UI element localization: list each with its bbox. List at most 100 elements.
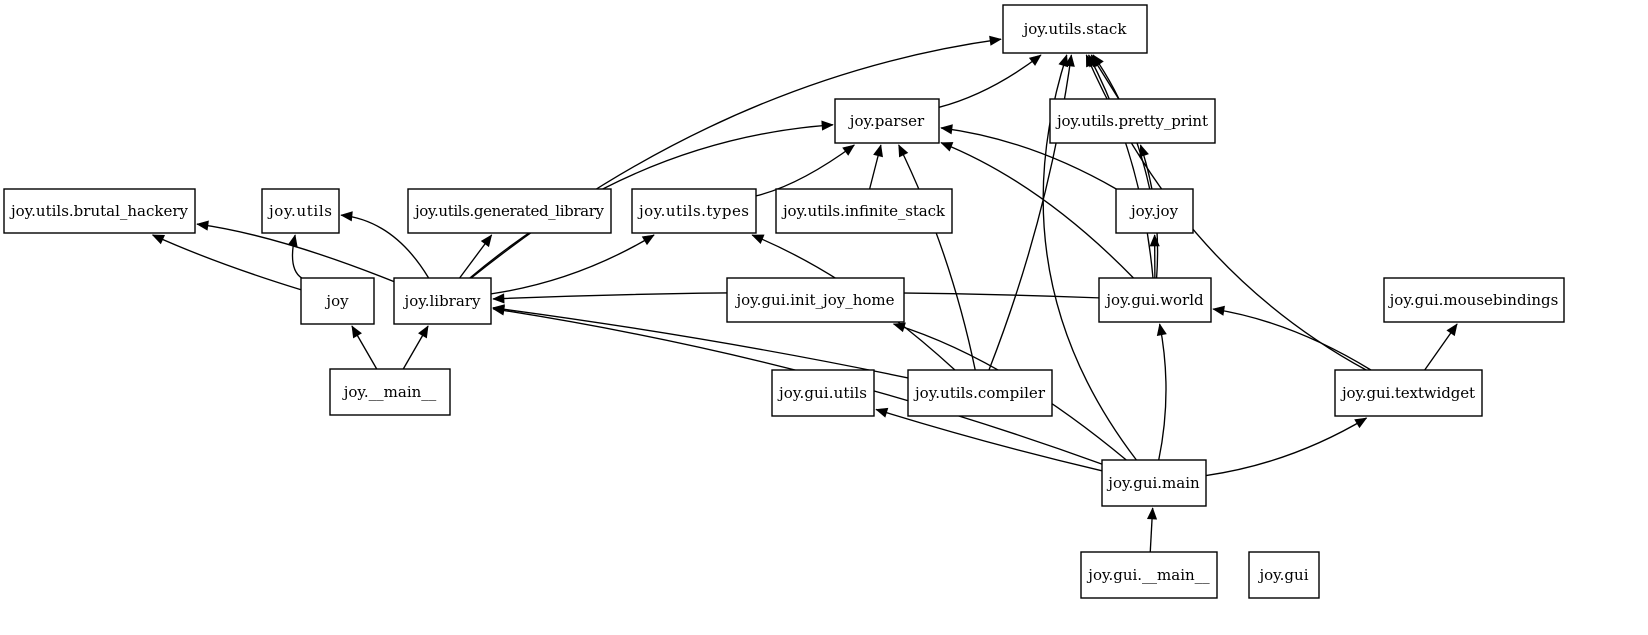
arrow-head-icon [1446, 323, 1458, 337]
graph-edge [469, 124, 834, 279]
node-box[interactable] [631, 188, 757, 234]
node-box[interactable] [1098, 277, 1212, 323]
arrow-head-icon [641, 234, 655, 246]
node-box[interactable] [771, 369, 875, 417]
arrow-head-icon [340, 211, 353, 222]
node-label: joy.joy [1129, 202, 1179, 220]
graph-node[interactable]: joy.gui [1248, 551, 1320, 599]
arrow-head-icon [940, 124, 953, 135]
node-box[interactable] [3, 188, 196, 234]
arrow-head-icon [1212, 305, 1225, 316]
arrow-head-icon [287, 234, 298, 248]
arrow-head-icon [821, 120, 834, 131]
graph-node[interactable]: joy.utils.brutal_hackery [3, 188, 196, 234]
node-box[interactable] [1115, 188, 1194, 234]
node-box[interactable] [300, 277, 375, 325]
node-box[interactable] [775, 188, 953, 234]
graph-edge [490, 234, 655, 295]
node-box[interactable] [1334, 369, 1483, 417]
graph-edge [898, 144, 976, 371]
graph-node[interactable]: joy.utils [261, 188, 340, 234]
node-label: joy.gui.main [1106, 474, 1200, 492]
graph-node[interactable]: joy.utils.generated_library [407, 188, 612, 234]
node-label: joy.gui.init_joy_home [735, 291, 895, 309]
graph-edge [755, 144, 855, 197]
graph-node[interactable]: joy [300, 277, 375, 325]
node-box[interactable] [1080, 551, 1218, 599]
node-box[interactable] [393, 277, 492, 325]
graph-edge [1205, 417, 1367, 477]
node-label: joy.utils.types [637, 202, 749, 220]
graph-node[interactable]: joy.gui.init_joy_home [726, 277, 905, 323]
node-label: joy.gui [1258, 566, 1309, 584]
graph-edge [1212, 308, 1372, 371]
node-label: joy.gui.world [1104, 291, 1204, 309]
node-label: joy.utils.pretty_print [1055, 112, 1208, 130]
node-label: joy.utils.brutal_hackery [9, 202, 189, 220]
node-box[interactable] [1101, 459, 1207, 507]
arrow-head-icon [351, 325, 362, 339]
arrow-head-icon [842, 144, 855, 156]
arrow-head-icon [492, 293, 505, 304]
graph-node[interactable]: joy.utils.infinite_stack [775, 188, 953, 234]
arrow-head-icon [1146, 507, 1158, 520]
graph-node[interactable]: joy.joy [1115, 188, 1194, 234]
node-label: joy.utils.stack [1022, 20, 1128, 38]
node-label: joy [324, 292, 349, 310]
node-box[interactable] [907, 369, 1053, 417]
arrow-head-icon [989, 35, 1002, 46]
graph-node[interactable]: joy.utils.stack [1002, 4, 1148, 54]
node-label: joy.__main__ [342, 383, 437, 401]
arrow-head-icon [1156, 323, 1167, 337]
arrow-head-icon [151, 234, 166, 245]
graph-node[interactable]: joy.gui.world [1098, 277, 1212, 323]
graph-edge [1088, 54, 1154, 279]
graph-node[interactable]: joy.utils.types [631, 188, 757, 234]
graph-node[interactable]: joy.gui.__main__ [1080, 551, 1218, 599]
arrow-head-icon [1139, 144, 1149, 158]
node-label: joy.gui.mousebindings [1388, 291, 1559, 309]
graph-edge [492, 307, 909, 379]
graph-edge [988, 54, 1073, 371]
arrow-head-icon [875, 407, 889, 418]
graph-node[interactable]: joy.utils.pretty_print [1049, 98, 1216, 144]
graph-edge [1158, 323, 1167, 461]
node-box[interactable] [726, 277, 905, 323]
graph-node[interactable]: joy.gui.main [1101, 459, 1207, 507]
node-box[interactable] [261, 188, 340, 234]
arrow-head-icon [480, 234, 493, 248]
node-box[interactable] [834, 98, 940, 144]
node-box[interactable] [1383, 277, 1565, 323]
graph-node[interactable]: joy.gui.utils [771, 369, 875, 417]
node-box[interactable] [1049, 98, 1216, 144]
node-box[interactable] [1002, 4, 1148, 54]
arrow-head-icon [1354, 417, 1368, 429]
node-label: joy.gui.utils [777, 384, 867, 402]
node-box[interactable] [1248, 551, 1320, 599]
arrow-head-icon [1149, 234, 1160, 247]
graph-node[interactable]: joy.library [393, 277, 492, 325]
graph-node[interactable]: joy.__main__ [329, 368, 451, 416]
node-label: joy.gui.__main__ [1086, 566, 1210, 584]
arrow-head-icon [940, 142, 954, 152]
node-label: joy.library [403, 292, 481, 310]
graph-node[interactable]: joy.gui.textwidget [1334, 369, 1483, 417]
graph-node[interactable]: joy.utils.compiler [907, 369, 1053, 417]
graph-node[interactable]: joy.parser [834, 98, 940, 144]
arrow-head-icon [418, 325, 429, 339]
graph-edge [470, 38, 1002, 279]
node-label: joy.utils.generated_library [413, 202, 605, 220]
graph-node[interactable]: joy.gui.mousebindings [1383, 277, 1565, 323]
arrow-head-icon [898, 144, 909, 158]
graph-edge [196, 223, 395, 283]
arrow-head-icon [751, 234, 765, 244]
node-box[interactable] [407, 188, 612, 234]
nodes-layer: joy.utils.stack joy.parser joy.utils.prett… [3, 4, 1565, 599]
graph-edge [938, 54, 1042, 108]
node-box[interactable] [329, 368, 451, 416]
node-label: joy.utils [267, 202, 332, 220]
arrow-head-icon [1058, 54, 1069, 68]
node-label: joy.parser [848, 112, 925, 130]
